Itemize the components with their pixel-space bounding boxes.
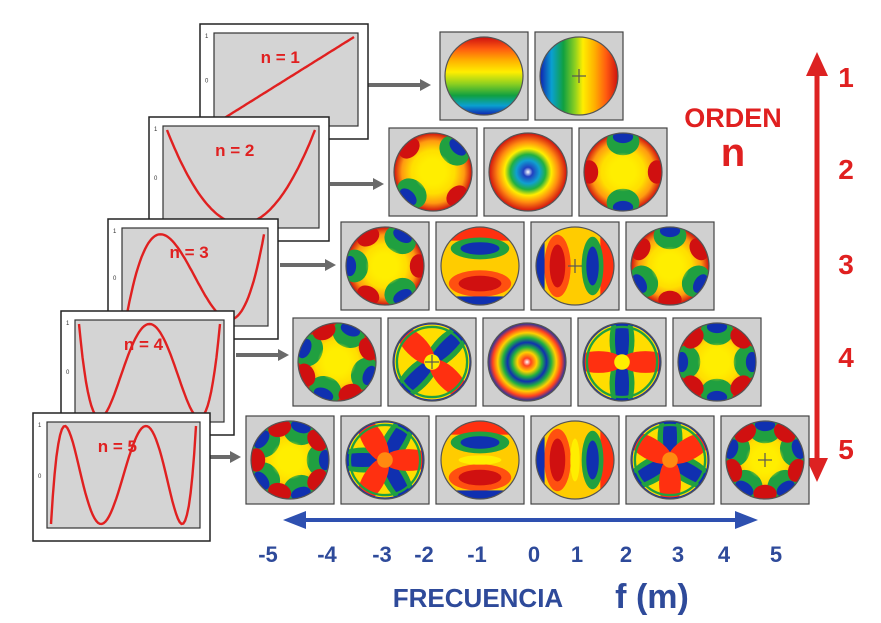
polynomial-panel: 1 0 n = 5 <box>32 412 211 542</box>
order-arrow-head-down <box>806 458 828 482</box>
order-label: 2 <box>838 154 854 185</box>
zernike-tile <box>435 221 525 311</box>
zernike-tile <box>530 415 620 505</box>
frequency-label: 0 <box>528 542 540 567</box>
zernike-tile <box>482 317 572 407</box>
connector-arrow-head <box>278 349 289 361</box>
zernike-tile <box>439 31 529 121</box>
connector-arrow-head <box>373 178 384 190</box>
zernike-disk <box>394 133 472 211</box>
zernike-tile <box>292 317 382 407</box>
frequency-label: -3 <box>372 542 392 567</box>
zernike-disk <box>393 323 471 401</box>
frequency-arrow-head-right <box>735 511 758 529</box>
zernike-disk <box>445 37 523 115</box>
zernike-tile <box>245 415 335 505</box>
zernike-tile <box>388 127 478 217</box>
zernike-disk <box>678 323 756 401</box>
order-arrow: 1 2 3 4 5 <box>806 52 854 482</box>
zernike-disk <box>536 421 614 499</box>
zernike-tile <box>435 415 525 505</box>
frequency-axis-symbol: f (m) <box>615 578 689 616</box>
frequency-arrow: -5 -4 -3 -2 -1 0 1 2 3 4 5 <box>258 511 782 567</box>
plot-tick: 1 <box>154 127 158 133</box>
frequency-label: -2 <box>414 542 434 567</box>
plot-tick: 0 <box>38 474 42 480</box>
connector-arrow-head <box>230 451 241 463</box>
polynomial-label: n = 4 <box>124 335 164 354</box>
plot-tick: 1 <box>205 34 209 40</box>
frequency-axis-title: FRECUENCIA <box>393 583 564 613</box>
plot-tick: 0 <box>66 370 70 376</box>
axis-labels: ORDEN n FRECUENCIA f (m) <box>393 103 782 616</box>
plot-tick: 1 <box>66 321 70 327</box>
zernike-disk <box>346 421 424 499</box>
connector-arrow-head <box>325 259 336 271</box>
frequency-label: 5 <box>770 542 782 567</box>
connector-arrow-head <box>420 79 431 91</box>
polynomial-label: n = 5 <box>98 437 137 456</box>
plot-tick: 0 <box>154 176 158 182</box>
polynomial-label: n = 3 <box>170 243 209 262</box>
order-axis-title: ORDEN <box>684 103 782 133</box>
zernike-disk-grid <box>245 31 810 505</box>
zernike-tile <box>672 317 762 407</box>
zernike-disk <box>488 323 566 401</box>
zernike-tile <box>625 415 715 505</box>
polynomial-curve <box>49 424 198 526</box>
zernike-tile <box>483 127 573 217</box>
zernike-tile <box>340 221 430 311</box>
frequency-label: -1 <box>467 542 487 567</box>
plot-area <box>74 319 225 423</box>
frequency-label: -4 <box>317 542 337 567</box>
frequency-label: 4 <box>718 542 731 567</box>
zernike-disk <box>536 227 614 305</box>
polynomial-label: n = 1 <box>261 48 300 67</box>
zernike-tile <box>340 415 430 505</box>
order-label: 5 <box>838 434 854 465</box>
connector-arrows <box>210 79 431 463</box>
zernike-disk <box>298 323 376 401</box>
order-label: 1 <box>838 62 854 93</box>
zernike-tile <box>577 317 667 407</box>
plot-tick: 0 <box>205 79 209 85</box>
zernike-tile <box>625 221 715 311</box>
frequency-label: 2 <box>620 542 632 567</box>
polynomial-panels: 1 0 n = 1 1 0 n = 2 1 0 n = 3 1 0 n = 4 1 0 n = 5 <box>32 23 369 542</box>
zernike-disk <box>584 133 662 211</box>
order-axis-symbol: n <box>721 131 745 175</box>
zernike-disk <box>583 323 661 401</box>
polynomial-curve <box>217 35 355 124</box>
frequency-label: -5 <box>258 542 278 567</box>
polynomial-label: n = 2 <box>215 141 254 160</box>
frequency-label: 1 <box>571 542 583 567</box>
zernike-tile <box>387 317 477 407</box>
frequency-label: 3 <box>672 542 684 567</box>
plot-tick: 1 <box>113 229 117 235</box>
zernike-disk <box>489 133 567 211</box>
order-label: 3 <box>838 249 854 280</box>
zernike-disk <box>726 421 804 499</box>
frequency-arrow-head-left <box>283 511 306 529</box>
polynomial-curve <box>124 233 266 322</box>
plot-tick: 0 <box>113 276 117 282</box>
order-arrow-head-up <box>806 52 828 76</box>
zernike-tile <box>720 415 810 505</box>
order-label: 4 <box>838 342 854 373</box>
plot-tick: 1 <box>38 423 42 429</box>
zernike-disk <box>631 421 709 499</box>
zernike-tile <box>578 127 668 217</box>
